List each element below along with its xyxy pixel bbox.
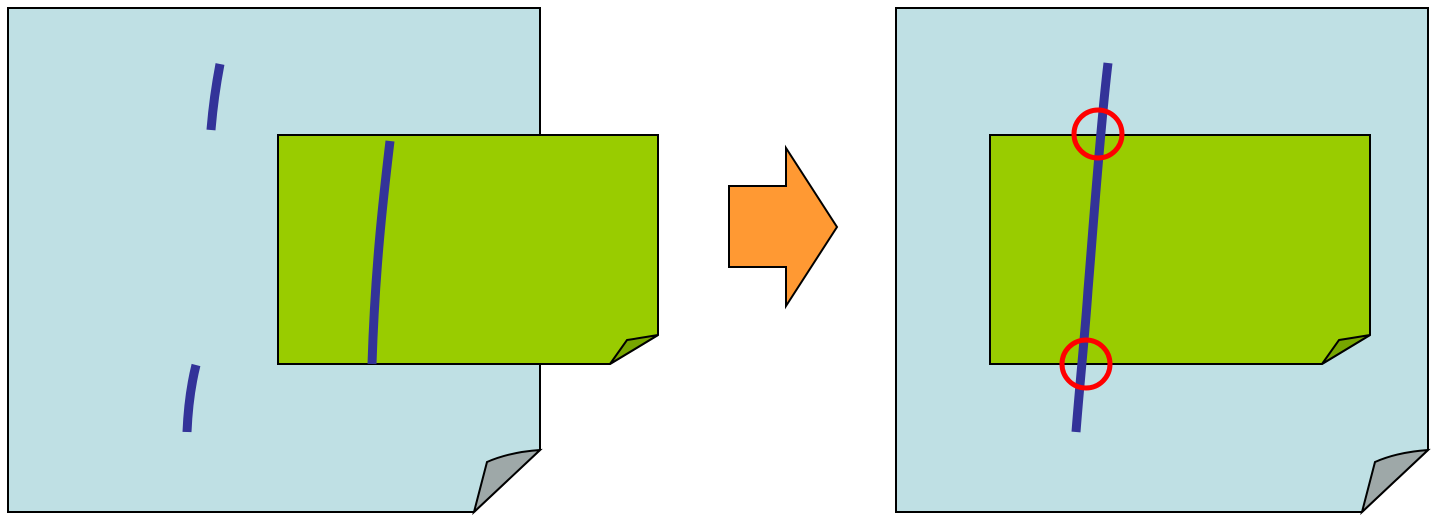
line-segment-bottom-left [182, 363, 201, 433]
overlay-sheet-left-curl-icon [609, 334, 659, 365]
right-arrow-icon [728, 144, 839, 310]
before-panel [7, 7, 659, 516]
overlay-sheet-right [989, 134, 1371, 365]
base-sheet-left-curl-icon [472, 448, 543, 516]
line-continuous-right [1071, 62, 1113, 433]
junction-marker-bottom-icon [1059, 337, 1113, 391]
line-segment-top-left [206, 63, 225, 131]
overlay-sheet-left [277, 134, 659, 365]
base-sheet-right-curl-icon [1360, 448, 1431, 516]
overlay-sheet-right-curl-icon [1321, 334, 1371, 365]
line-segment-overlay-left [367, 140, 395, 365]
after-panel [895, 7, 1431, 516]
junction-marker-top-icon [1071, 107, 1125, 161]
